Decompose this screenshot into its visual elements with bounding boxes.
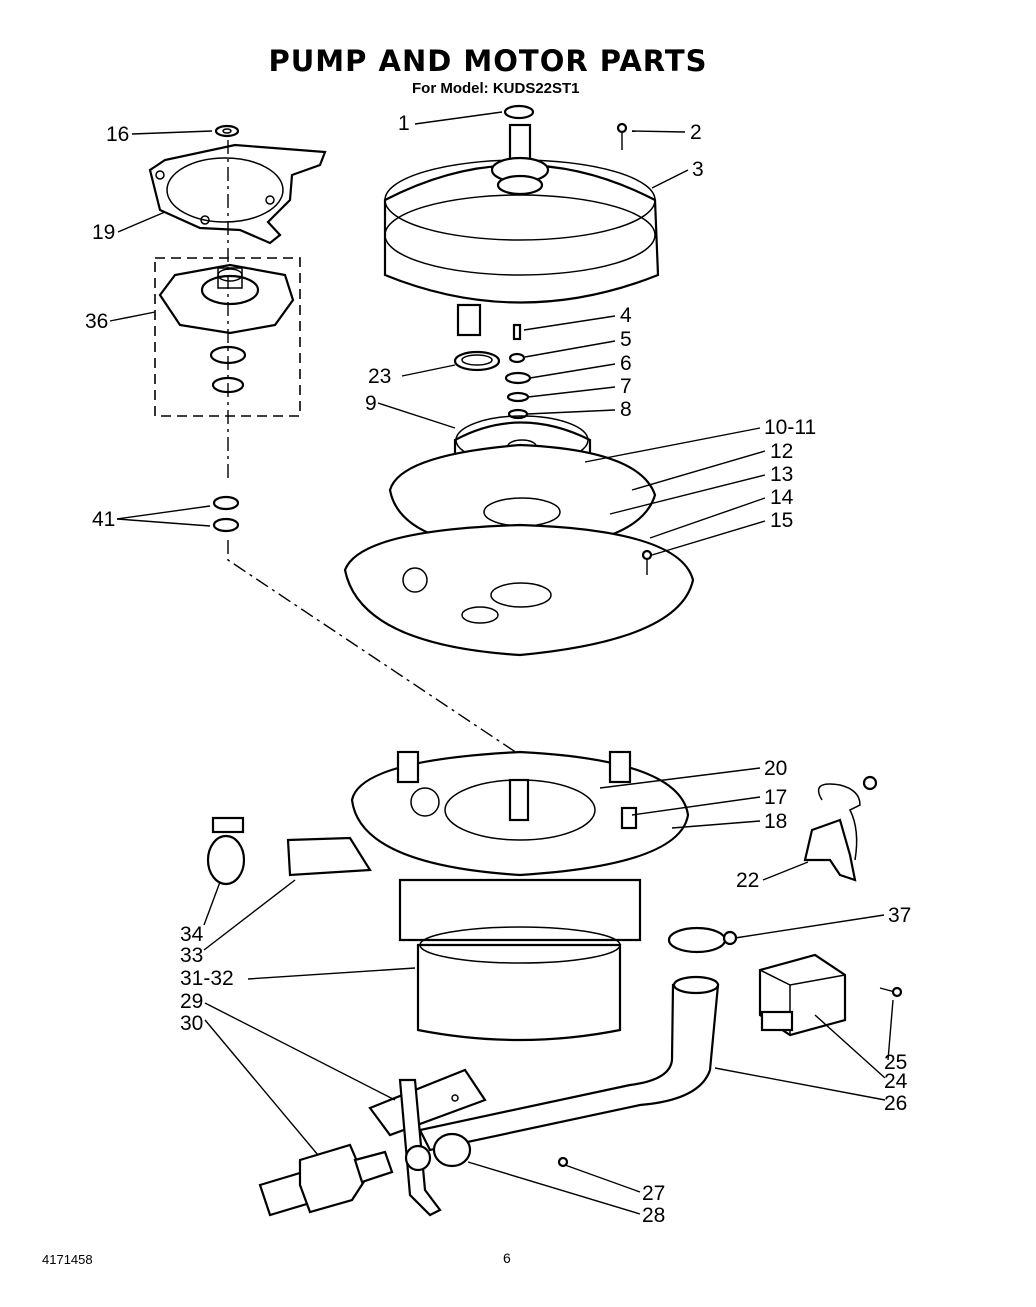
part-30-fitting bbox=[258, 1143, 394, 1217]
leader-lines bbox=[109, 111, 894, 1215]
centerline-left bbox=[227, 140, 521, 756]
small-fasteners-4-8 bbox=[504, 323, 532, 420]
part-25-screw bbox=[879, 986, 903, 998]
part-37-clamp bbox=[667, 926, 738, 954]
callout-12: 12 bbox=[770, 440, 793, 463]
part-24-switch bbox=[758, 953, 847, 1037]
part-28-clamp bbox=[404, 1132, 472, 1172]
callout-10-11: 10-11 bbox=[764, 416, 816, 439]
model-subtitle: For Model: KUDS22ST1 bbox=[412, 80, 580, 97]
callout-5: 5 bbox=[620, 328, 632, 351]
callout-13: 13 bbox=[770, 463, 793, 486]
callout-7: 7 bbox=[620, 375, 632, 398]
callout-1: 1 bbox=[398, 112, 410, 135]
callout-2: 2 bbox=[690, 121, 702, 144]
page-number: 6 bbox=[503, 1250, 511, 1266]
part-1-seal bbox=[503, 104, 535, 120]
part-16-washer bbox=[214, 124, 240, 138]
callout-16: 16 bbox=[106, 123, 129, 146]
part-41-orings bbox=[212, 495, 240, 533]
callout-41: 41 bbox=[92, 508, 115, 531]
callout-3: 3 bbox=[692, 158, 704, 181]
callout-labels: 1 2 3 4 5 6 7 8 9 10-11 12 13 14 15 16 1… bbox=[85, 112, 911, 1227]
callout-26: 26 bbox=[884, 1092, 907, 1115]
callout-29: 29 bbox=[180, 990, 203, 1013]
part-23-seal bbox=[453, 350, 501, 372]
part-36-housing bbox=[158, 263, 295, 394]
callout-36: 36 bbox=[85, 310, 108, 333]
callout-17: 17 bbox=[764, 786, 787, 809]
page-title: PUMP AND MOTOR PARTS bbox=[268, 44, 708, 78]
callout-14: 14 bbox=[770, 486, 794, 509]
callout-37: 37 bbox=[888, 904, 911, 927]
pump-housing-18 bbox=[350, 750, 690, 877]
callout-25: 25 bbox=[884, 1051, 907, 1074]
part-22-sensor bbox=[803, 775, 878, 882]
part-19-gasket bbox=[148, 143, 327, 245]
callout-6: 6 bbox=[620, 352, 632, 375]
callout-4: 4 bbox=[620, 304, 632, 327]
part-2-screw bbox=[616, 122, 628, 150]
callout-24: 24 bbox=[884, 1070, 908, 1093]
callout-33: 33 bbox=[180, 944, 203, 967]
callout-19: 19 bbox=[92, 221, 115, 244]
callout-34: 34 bbox=[180, 923, 204, 946]
document-number: 4171458 bbox=[42, 1252, 93, 1267]
callout-23: 23 bbox=[368, 365, 391, 388]
callout-8: 8 bbox=[620, 398, 632, 421]
part-27-screw bbox=[557, 1156, 569, 1168]
part-34-clamp bbox=[206, 816, 246, 886]
callout-18: 18 bbox=[764, 810, 787, 833]
callout-31-32: 31-32 bbox=[180, 967, 234, 990]
part-33-hose bbox=[286, 836, 372, 877]
part-14-base-plate bbox=[343, 523, 695, 657]
callout-22: 22 bbox=[736, 869, 759, 892]
callout-27: 27 bbox=[642, 1182, 665, 1205]
callout-28: 28 bbox=[642, 1204, 665, 1227]
callout-9: 9 bbox=[365, 392, 377, 415]
part-15-screw bbox=[641, 549, 653, 575]
callout-30: 30 bbox=[180, 1012, 203, 1035]
callout-15: 15 bbox=[770, 509, 793, 532]
part-31-32-motor bbox=[398, 878, 642, 1042]
part-3-motor-cap bbox=[383, 123, 660, 337]
callout-20: 20 bbox=[764, 757, 787, 780]
